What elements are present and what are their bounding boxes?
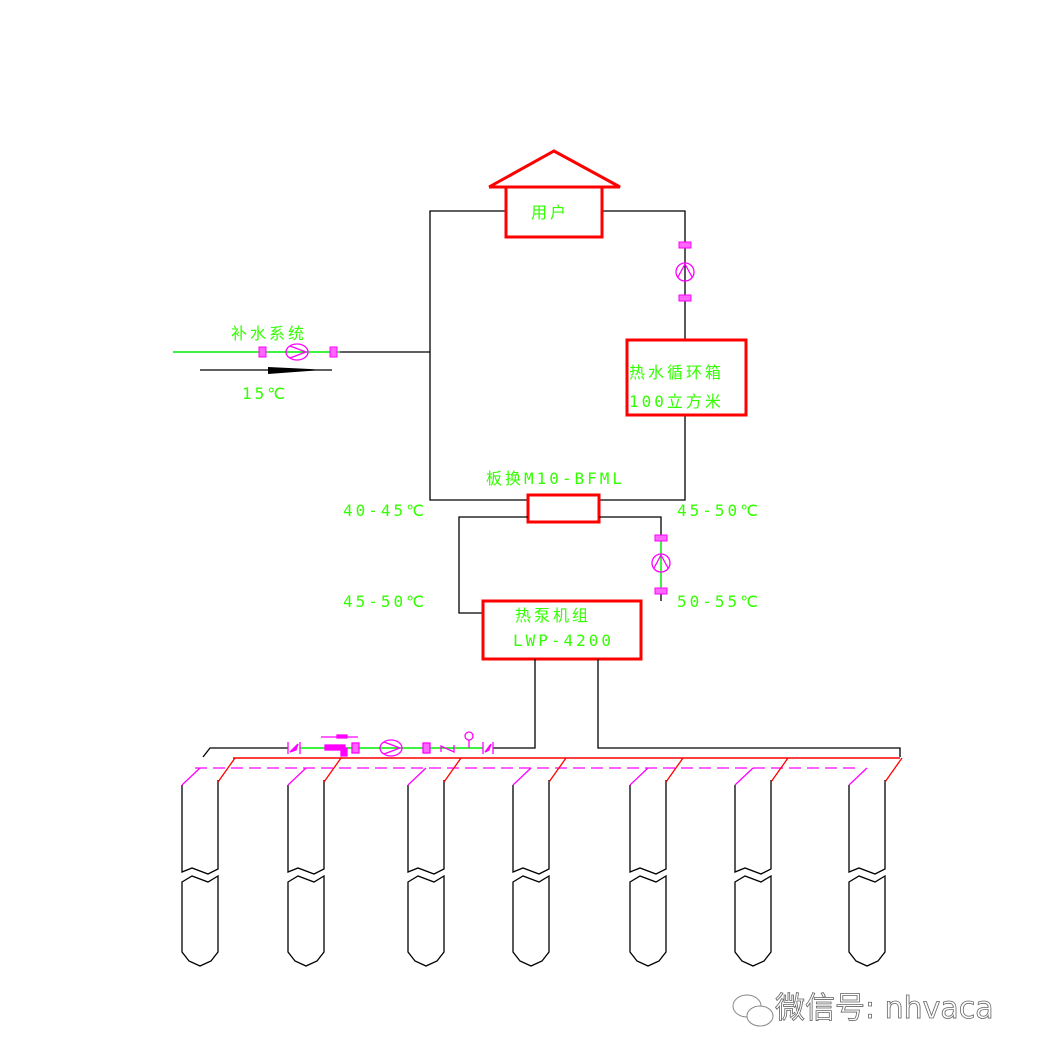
tank-label: 热水循环箱 — [629, 363, 724, 382]
heat-pump-label: 热泵机组 — [515, 606, 591, 625]
ground-well — [407, 757, 462, 967]
user-box — [504, 185, 604, 239]
makeup-label: 补水系统 — [231, 324, 307, 343]
tank-volume: 100立方米 — [629, 392, 724, 411]
ground-well — [512, 757, 567, 967]
lower-loop-pipes — [458, 516, 662, 614]
user-roof — [488, 149, 621, 189]
ground-well — [629, 757, 684, 967]
wechat-icon — [732, 994, 774, 1027]
ground-well — [848, 757, 903, 967]
ground-well — [287, 757, 342, 967]
heat-pump-model: LWP-4200 — [513, 631, 614, 650]
ground-well — [734, 757, 789, 967]
circulation-pump-upper — [675, 241, 695, 302]
upper-loop-pipes — [340, 210, 686, 501]
temp-hp-left: 45-50℃ — [343, 592, 427, 611]
hot-water-tank — [625, 338, 748, 417]
plate-heat-exchanger — [526, 493, 601, 524]
circulation-pump-lower — [651, 534, 671, 595]
pipe-fittings — [287, 731, 494, 757]
makeup-water-line — [173, 343, 340, 361]
watermark: 微信号: nhvaca — [775, 991, 994, 1026]
temp-hx-left: 40-45℃ — [343, 501, 427, 520]
flow-arrow-icon — [200, 367, 332, 374]
ground-wells — [181, 757, 903, 967]
ground-well — [181, 757, 236, 967]
temp-hp-right: 50-55℃ — [677, 592, 761, 611]
heat-pump-unit — [481, 599, 643, 661]
temp-hx-right: 45-50℃ — [677, 501, 761, 520]
ground-loop-headers — [195, 659, 901, 769]
makeup-temp: 15℃ — [242, 384, 288, 403]
user-label: 用户 — [531, 203, 569, 222]
plate-hx-label: 板换M10-BFML — [486, 469, 625, 488]
